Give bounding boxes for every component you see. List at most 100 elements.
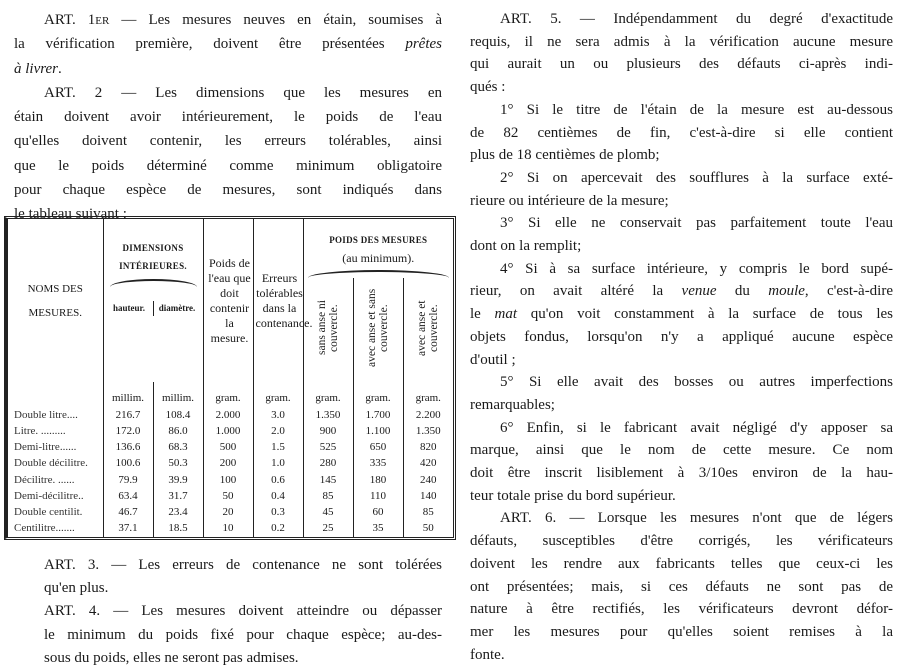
text-line: mer les mesures pour qu'elles soient rem…: [470, 623, 893, 640]
value-cell: 86.0: [152, 423, 203, 440]
value-cell: 63.4: [102, 488, 153, 505]
value-cell: 18.5: [152, 520, 203, 537]
value-cell: 0.3: [252, 504, 303, 521]
value-cell: 50.3: [152, 455, 203, 472]
value-cell: 900: [302, 423, 353, 440]
text-line: la vérification première, doivent être p…: [14, 36, 442, 53]
text-line: qués :: [470, 79, 506, 96]
value-cell: 145: [302, 471, 353, 489]
value-cell: 2.000: [202, 406, 253, 424]
value-cell: 100.6: [102, 455, 153, 472]
value-cell: 172.0: [102, 423, 153, 440]
text-line: objets fondus, lorsqu'on n'y a appliqué …: [470, 328, 893, 345]
value-cell: 335: [352, 455, 403, 472]
text-line: requis, il ne sera admis à la vérificati…: [470, 33, 893, 50]
value-cell: 0.2: [252, 520, 303, 537]
value-cell: 1.350: [402, 423, 453, 440]
text-line: rieur, on avait altéré la venue du moule…: [470, 283, 894, 300]
text-line: qui aurait un ou plusieurs des défauts c…: [470, 56, 893, 73]
text-line: dont on la remplit;: [470, 238, 582, 255]
value-cell: 85: [402, 504, 453, 521]
measures-table: NOMS DES MESURES. DIMENSIONS INTÉRIEURES…: [4, 216, 456, 540]
value-cell: 110: [352, 488, 403, 505]
unit-cell: gram.: [252, 382, 303, 407]
text-line: ART. 3. — Les erreurs de contenance ne s…: [44, 557, 442, 573]
text-line: le minimum du poids fixé pour chaque esp…: [44, 626, 442, 643]
value-cell: 68.3: [152, 439, 203, 456]
value-cell: 525: [302, 439, 353, 456]
text-line: 6° Enfin, si le fabricant avait négligé …: [500, 419, 893, 436]
text-line: ont présentées; mais, si ces défauts ne …: [470, 578, 893, 595]
value-cell: 85: [302, 488, 353, 505]
text-line: remarquables;: [470, 396, 555, 413]
value-cell: 1.0: [252, 455, 303, 472]
value-cell: 420: [402, 455, 453, 472]
value-cell: 2.0: [252, 423, 303, 440]
header-sans-anse: sans anse ni couvercle.: [316, 300, 341, 356]
text-line: 1° Si le titre de l'étain de la mesure e…: [500, 101, 893, 118]
header-erreurs: Erreurs tolérables dans la contenance.: [252, 219, 312, 382]
value-cell: 50: [402, 520, 453, 537]
text-line: ART. 4. — Les mesures doivent atteindre …: [44, 603, 442, 620]
value-cell: 1.700: [352, 406, 403, 424]
value-cell: 1.350: [302, 406, 353, 424]
value-cell: 136.6: [102, 439, 153, 456]
text-line: le mat qu'on voit constamment à la surfa…: [470, 306, 893, 323]
text-line: qu'elles doivent contenir, les erreurs t…: [14, 133, 442, 150]
measure-name: Décilitre. ......: [14, 473, 75, 486]
value-cell: 100: [202, 471, 253, 489]
text-line: teur totale prise du bord supérieur.: [470, 487, 676, 504]
unit-cell: millim.: [152, 382, 203, 407]
text-line: ART. 6. — Lorsque les mesures n'ont que …: [500, 510, 893, 527]
value-cell: 10: [202, 520, 253, 537]
measure-name: Centilitre.......: [14, 522, 75, 535]
value-cell: 20: [202, 504, 253, 521]
text-line: pour chaque espèce de mesures, sont indi…: [14, 182, 442, 199]
value-cell: 0.6: [252, 471, 303, 489]
text-line: ART. 2 — Les dimensions que les mesures …: [44, 84, 442, 101]
value-cell: 3.0: [252, 406, 303, 424]
measure-name: Double litre....: [14, 408, 78, 421]
unit-cell: millim.: [102, 382, 153, 407]
text-line: 3° Si elle ne conservait pas parfaitemen…: [500, 215, 893, 232]
unit-cell: gram.: [302, 382, 353, 407]
value-cell: 820: [402, 439, 453, 456]
value-cell: 25: [302, 520, 353, 537]
value-cell: 46.7: [102, 504, 153, 521]
header-dimensions: DIMENSIONS INTÉRIEURES. hauteur.diamètre…: [102, 219, 203, 382]
header-names: NOMS DES MESURES.: [27, 282, 83, 319]
unit-cell: gram.: [402, 382, 453, 407]
value-cell: 60: [352, 504, 403, 521]
text-line: marque, ainsi que le nom de cette mesure…: [470, 442, 893, 459]
value-cell: 1.100: [352, 423, 403, 440]
header-avec-anse-sans-couvercle: avec anse et sans couvercle.: [366, 288, 391, 368]
value-cell: 23.4: [152, 504, 203, 521]
unit-cell: gram.: [202, 382, 253, 407]
measure-name: Demi-décilitre..: [14, 489, 84, 502]
value-cell: 37.1: [102, 520, 153, 537]
brace-decoration: [307, 270, 449, 278]
text-line: 2° Si on apercevait des soufflures à la …: [500, 169, 893, 186]
left-column-bottom-text: ART. 3. — Les erreurs de contenance ne s…: [44, 554, 442, 670]
text-line: étain doivent avoir intérieurement, le p…: [14, 109, 442, 126]
right-column-text: ART. 5. — Indépendamment du degré d'exac…: [470, 8, 893, 666]
text-line: ART. 5. — Indépendamment du degré d'exac…: [500, 11, 893, 27]
value-cell: 200: [202, 455, 253, 472]
value-cell: 2.200: [402, 406, 453, 424]
text-line: à livrer.: [14, 60, 62, 77]
value-cell: 140: [402, 488, 453, 505]
text-line: plus de 18 centièmes de plomb;: [470, 147, 660, 164]
value-cell: 216.7: [102, 406, 153, 424]
value-cell: 79.9: [102, 471, 153, 489]
text-line: que le poids déterminé comme minimum obl…: [14, 157, 442, 174]
header-poids-mesures: POIDS DES MESURES (au minimum). sans ans…: [302, 219, 453, 382]
header-diametre: diamètre.: [152, 301, 201, 316]
text-line: nature à être rectifiés, les vérificateu…: [470, 601, 893, 618]
